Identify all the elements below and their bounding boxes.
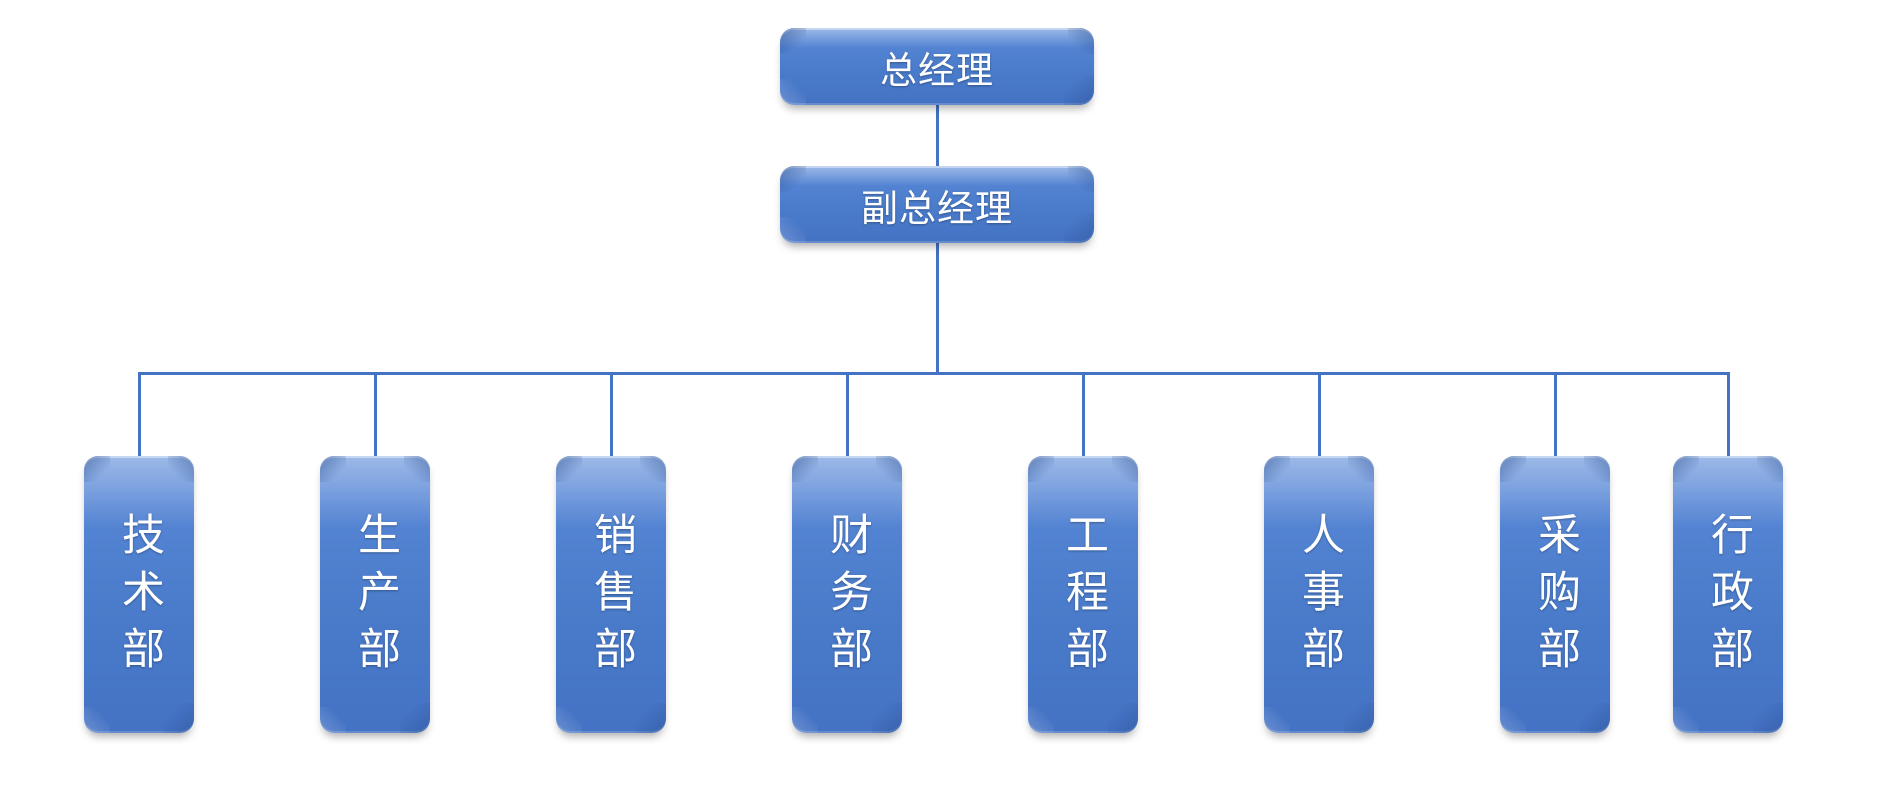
org-node-sales-department[interactable]: 销售部: [556, 456, 666, 733]
org-node-label: 工程部: [1059, 512, 1108, 683]
org-node-label: 采购部: [1531, 512, 1580, 683]
org-node-technical-department[interactable]: 技术部: [84, 456, 194, 733]
org-node-general-manager[interactable]: 总经理: [780, 28, 1094, 105]
org-node-label: 总经理: [880, 49, 994, 91]
org-node-engineering-department[interactable]: 工程部: [1028, 456, 1138, 733]
org-node-procurement-department[interactable]: 采购部: [1500, 456, 1610, 733]
org-node-label: 副总经理: [861, 187, 1013, 229]
connector-horizontal-bus: [138, 372, 1728, 375]
connector-drop-2: [374, 372, 377, 457]
connector-drop-7: [1554, 372, 1557, 457]
org-node-finance-department[interactable]: 财务部: [792, 456, 902, 733]
org-node-human-resources-department[interactable]: 人事部: [1264, 456, 1374, 733]
org-node-label: 行政部: [1704, 512, 1753, 683]
org-node-production-department[interactable]: 生产部: [320, 456, 430, 733]
connector-drop-4: [846, 372, 849, 457]
connector-drop-5: [1082, 372, 1085, 457]
connector-drop-8: [1727, 372, 1730, 457]
org-node-label: 人事部: [1295, 512, 1344, 683]
org-node-label: 财务部: [823, 512, 872, 683]
connector-drop-1: [138, 372, 141, 457]
connector-drop-6: [1318, 372, 1321, 457]
org-node-label: 技术部: [115, 512, 164, 683]
connector-gm-to-dgm: [936, 104, 939, 178]
org-node-label: 生产部: [351, 512, 400, 683]
org-node-deputy-general-manager[interactable]: 副总经理: [780, 166, 1094, 243]
connector-drop-3: [610, 372, 613, 457]
org-node-administration-department[interactable]: 行政部: [1673, 456, 1783, 733]
org-node-label: 销售部: [587, 512, 636, 683]
connector-dgm-to-bus: [936, 242, 939, 375]
